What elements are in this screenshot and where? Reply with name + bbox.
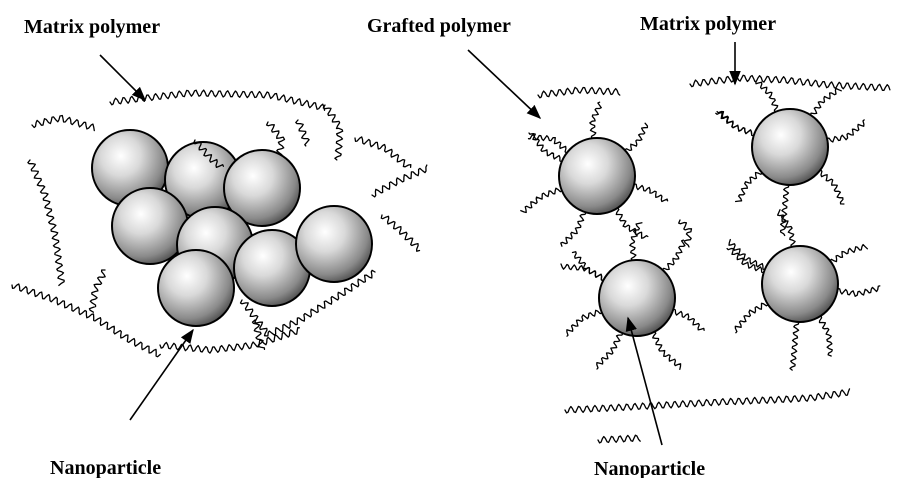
grafted-chain [528,132,567,163]
left-matrix-chains-back [11,89,428,358]
grafted-nanoparticle [751,108,829,186]
right-nanoparticle-arrow [625,316,663,446]
grafted-chain [611,204,649,239]
right-grafted-polymer-label: Grafted polymer [367,15,511,37]
matrix-chain [11,283,161,358]
matrix-chain [295,119,310,147]
matrix-chain [597,434,641,444]
grafted-chain [808,87,842,121]
matrix-chain [239,269,376,337]
matrix-chain [537,86,621,99]
matrix-chain [265,121,286,161]
grafted-chain [668,308,705,331]
left-matrix-chains-front [159,139,376,354]
grafted-chain [776,209,797,252]
left-nanoparticle-label: Nanoparticle [50,457,161,478]
matrix-chain [322,104,344,161]
right-nanoparticle-label: Nanoparticle [594,458,705,478]
matrix-chain [27,159,65,287]
left-nanoparticle-arrow [129,328,194,421]
grafted-nanoparticle [558,137,636,215]
matrix-chain [31,114,95,132]
left-nanoparticle-aggregate [91,129,373,327]
right-matrix-polymer-label: Matrix polymer [640,13,776,35]
nanoparticle [111,187,189,265]
grafted-chain [520,185,566,214]
grafted-chain [589,101,602,143]
grafted-chain [779,180,790,237]
matrix-chain [380,214,421,252]
grafted-chain [827,243,869,267]
nanoparticle [223,149,301,227]
matrix-chain [88,269,106,313]
grafted-chain [814,168,845,205]
matrix-chain [354,136,412,168]
matrix-chain [371,164,428,198]
left-matrix-arrow [99,54,147,102]
grafted-nanoparticle [598,259,676,337]
nanoparticle [157,249,235,327]
grafted-chain [734,298,772,334]
grafted-chain [716,110,759,137]
matrix-chain [159,327,300,354]
matrix-chain [564,388,851,414]
grafted-chain [629,183,669,203]
matrix-chain [193,139,225,169]
right-grafted-arrow [467,49,542,119]
grafted-chain [596,328,624,370]
matrix-chain [689,74,891,92]
left-matrix-polymer-label: Matrix polymer [24,16,160,38]
grafted-chain [571,251,609,282]
grafted-nanoparticle [761,245,839,323]
grafted-chain [814,312,833,357]
grafted-chain [622,122,649,156]
grafted-chain [728,238,770,271]
right-grafted-nanoparticles [558,108,839,337]
grafted-chain [566,307,606,337]
grafted-chain [660,239,686,276]
grafted-chain [832,285,881,297]
grafted-chain [755,81,781,116]
grafted-chain [560,207,587,247]
grafted-chain [527,133,573,155]
grafted-chain [734,167,765,203]
grafted-chain [822,119,865,144]
matrix-chain [251,319,266,351]
nanoparticle [295,205,373,283]
grafted-chain [629,222,643,265]
grafted-chain [726,247,769,274]
grafted-chain [649,328,682,371]
grafted-chain [789,317,800,371]
matrix-chain [678,219,693,248]
right-polymer-chains [520,74,891,444]
matrix-chain [109,89,326,111]
